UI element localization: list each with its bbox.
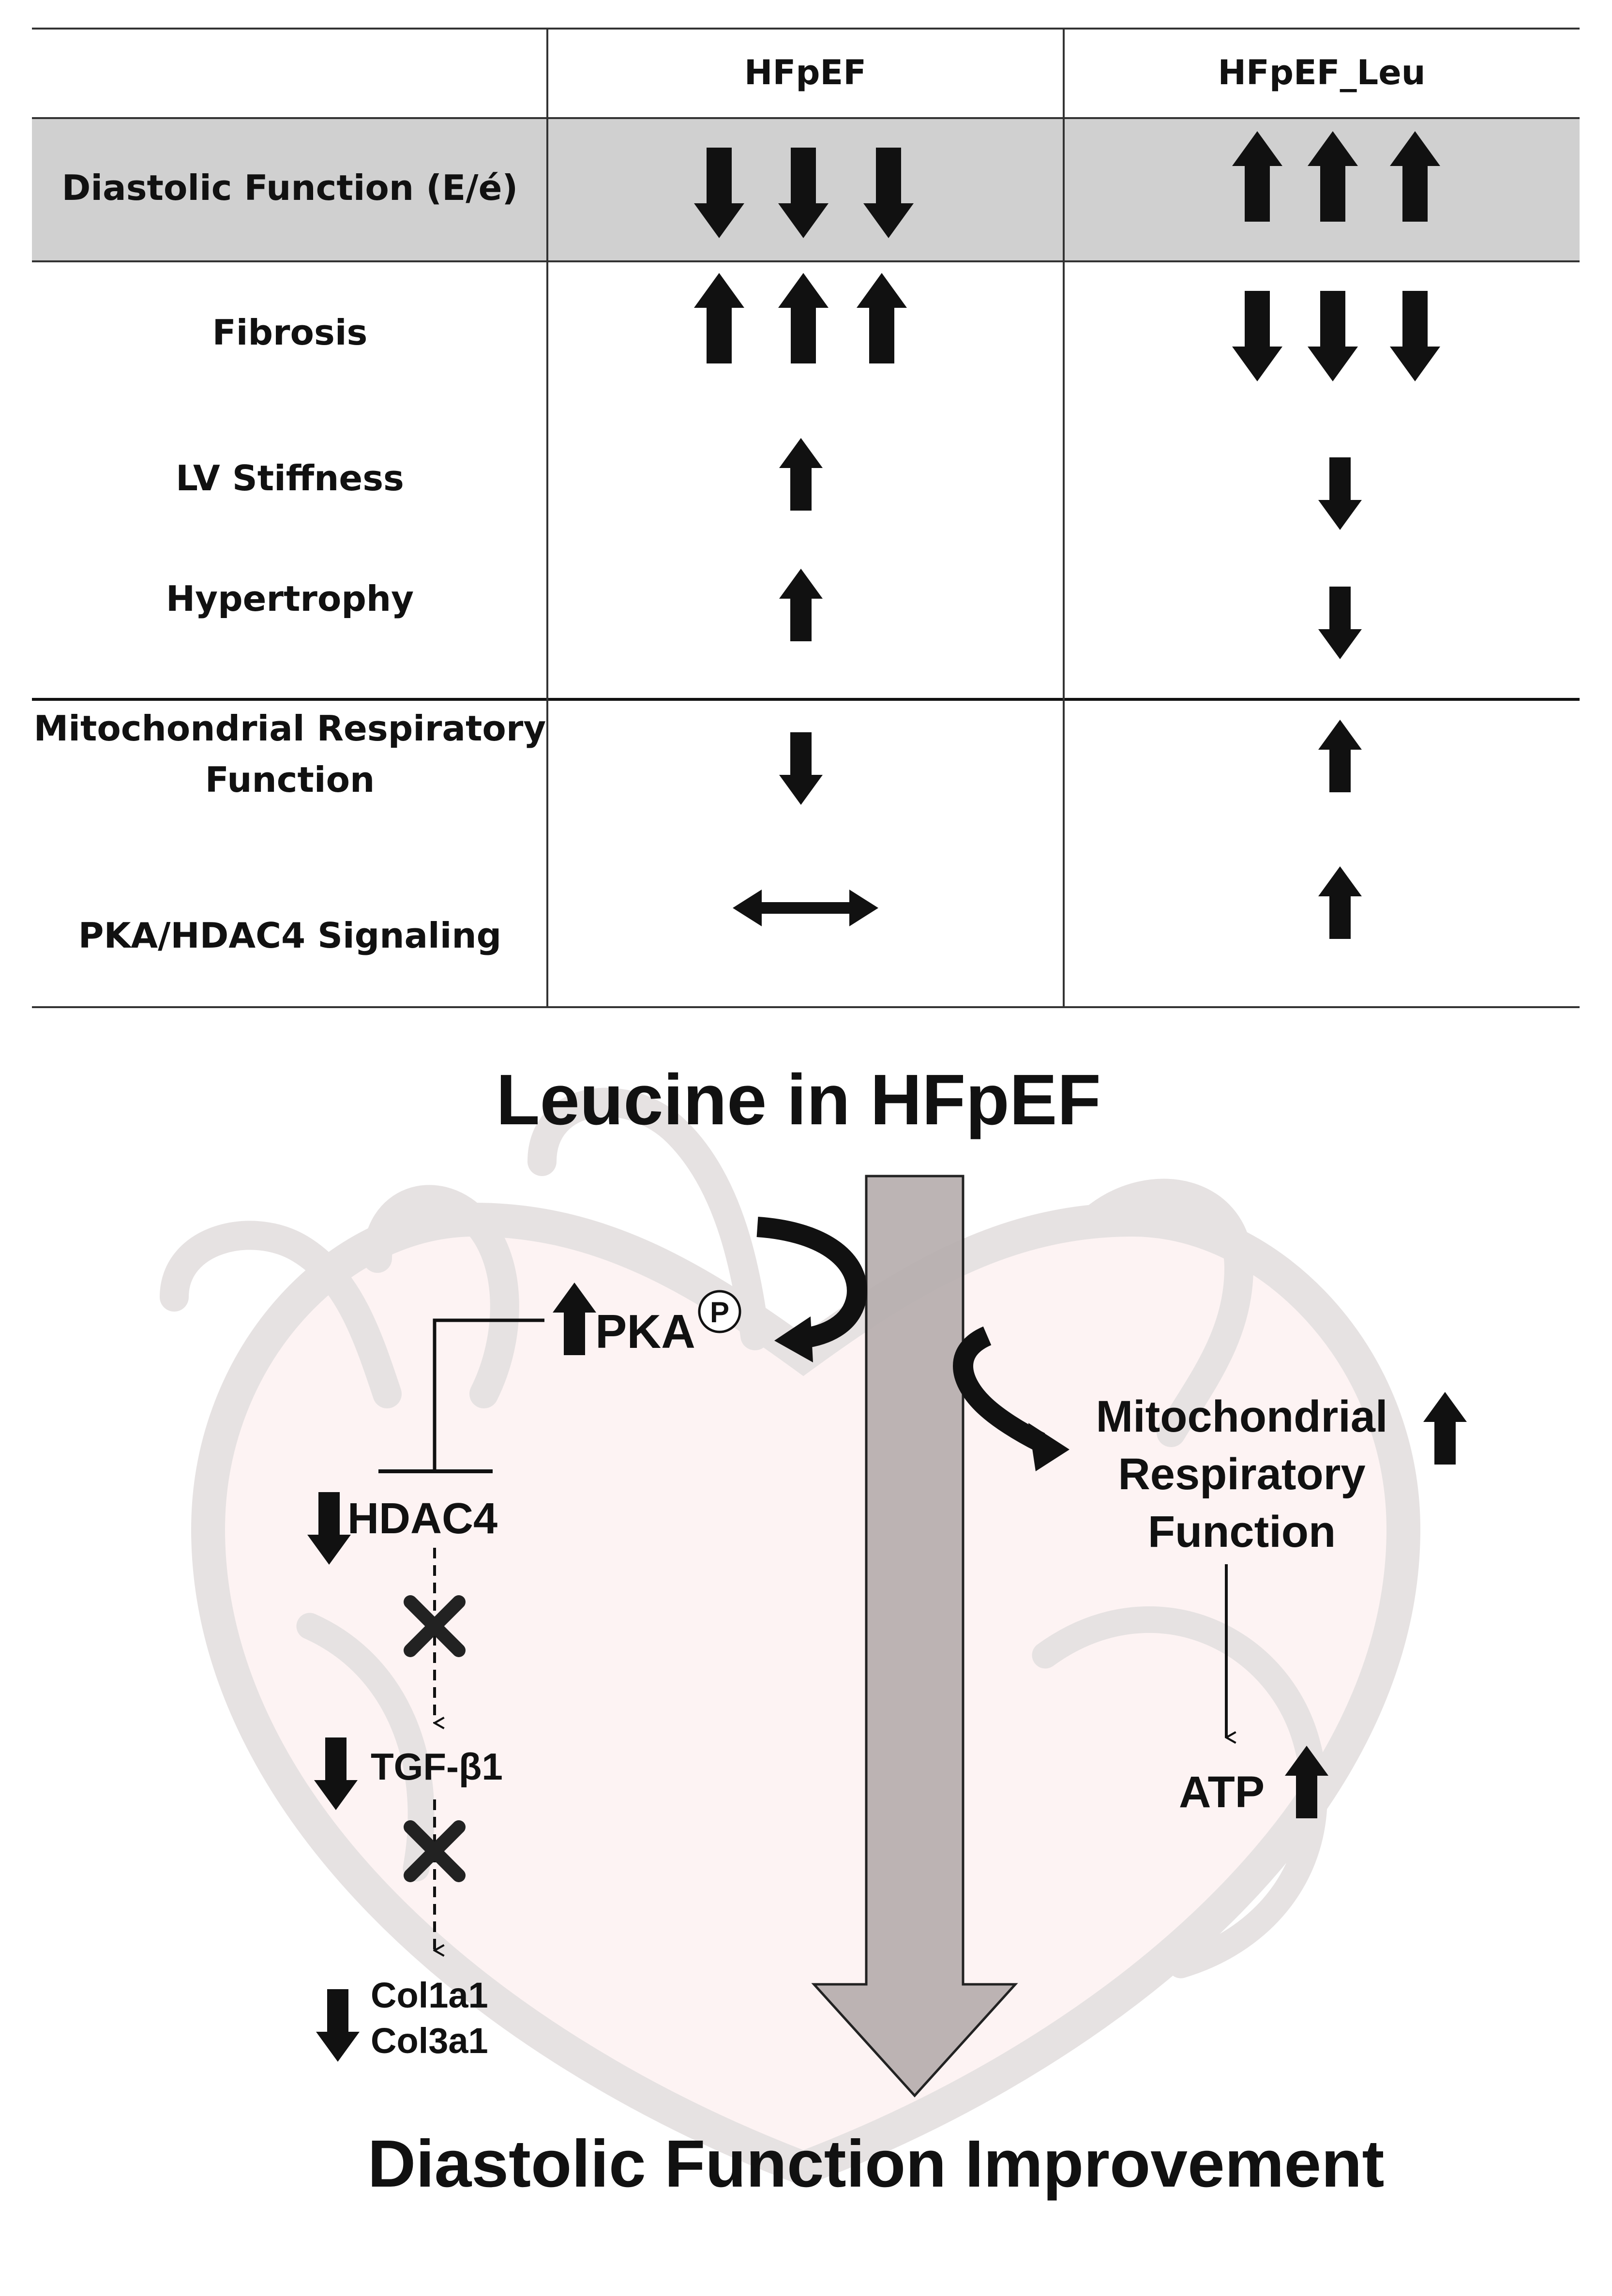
up-arrow-icon <box>779 569 823 641</box>
heart-vessel-top-left-icon <box>363 1185 519 1408</box>
central-down-arrow-icon <box>811 1175 1018 2098</box>
curved-arrow-head-mito-icon <box>1028 1423 1070 1471</box>
down-arrow-icon <box>1308 291 1358 381</box>
down-arrow-icon <box>1318 587 1362 659</box>
collagen-down-arrow-icon <box>316 1989 360 2062</box>
up-arrow-icon <box>779 438 823 511</box>
col1a1-label: Col1a1 <box>371 1975 488 2015</box>
row-label-mitochondrial-line-2: Function <box>205 759 375 800</box>
hdac4-label: HDAC4 <box>347 1495 497 1543</box>
atp-label: ATP <box>1179 1767 1265 1817</box>
up-arrow-icon <box>694 273 744 363</box>
heart-vessel-left-icon <box>160 1221 402 1408</box>
row-label-diastolic-function: Diastolic Function (E/é) <box>62 167 518 208</box>
phospho-badge-icon <box>698 1290 741 1333</box>
down-arrow-icon <box>1390 291 1440 381</box>
phospho-badge-label: P <box>710 1296 729 1329</box>
up-arrow-icon <box>778 273 829 363</box>
up-arrow-icon <box>1318 866 1362 939</box>
curved-arrow-to-pka-icon <box>756 1217 867 1348</box>
down-arrow-icon <box>1318 457 1362 530</box>
pka-label: PKA <box>595 1305 695 1358</box>
diagram-footer: Diastolic Function Improvement <box>368 2127 1385 2201</box>
mito-label-line-1: Mitochondrial <box>1096 1392 1387 1441</box>
row-label-pka-hdac4: PKA/HDAC4 Signaling <box>78 915 501 956</box>
curved-arrow-to-mito-icon <box>953 1326 1045 1451</box>
summary-table: HFpEF HFpEF_Leu Diastolic Function (E/é)… <box>32 28 1580 1008</box>
inhibition-line <box>433 1318 544 1471</box>
curved-arrow-head-pka-icon <box>774 1316 813 1362</box>
heart-chamber-line-icon <box>1032 1606 1327 1979</box>
column-header-hfpef-leu: HFpEF_Leu <box>1218 53 1425 92</box>
heart-background <box>160 1088 1421 2187</box>
row-label-hypertrophy: Hypertrophy <box>166 578 414 619</box>
heart-vessel-top-icon <box>527 1088 769 1350</box>
row-label-mitochondrial-line-1: Mitochondrial Respiratory <box>34 708 546 749</box>
mito-up-arrow-icon <box>1423 1392 1467 1465</box>
tgf-label: TGF-β1 <box>371 1745 503 1788</box>
down-arrow-icon <box>779 732 823 805</box>
column-header-hfpef: HFpEF <box>744 53 866 92</box>
heart-vessel-right-icon <box>1079 1178 1254 1447</box>
block-x-icon <box>404 1595 466 1657</box>
down-arrow-icon <box>1232 291 1282 381</box>
heart-inner-curve-icon <box>296 1613 435 1882</box>
mito-label-line-3: Function <box>1148 1507 1336 1556</box>
row-label-fibrosis: Fibrosis <box>212 312 368 353</box>
col3a1-label: Col3a1 <box>371 2021 488 2061</box>
mito-label-line-2: Respiratory <box>1118 1450 1365 1499</box>
diagram-title: Leucine in HFpEF <box>496 1060 1101 1140</box>
block-x-icon <box>404 1820 466 1882</box>
up-arrow-icon <box>857 273 907 363</box>
up-arrow-icon <box>1318 720 1362 792</box>
double-arrow-icon <box>733 890 878 926</box>
row-label-lv-stiffness: LV Stiffness <box>176 458 404 498</box>
